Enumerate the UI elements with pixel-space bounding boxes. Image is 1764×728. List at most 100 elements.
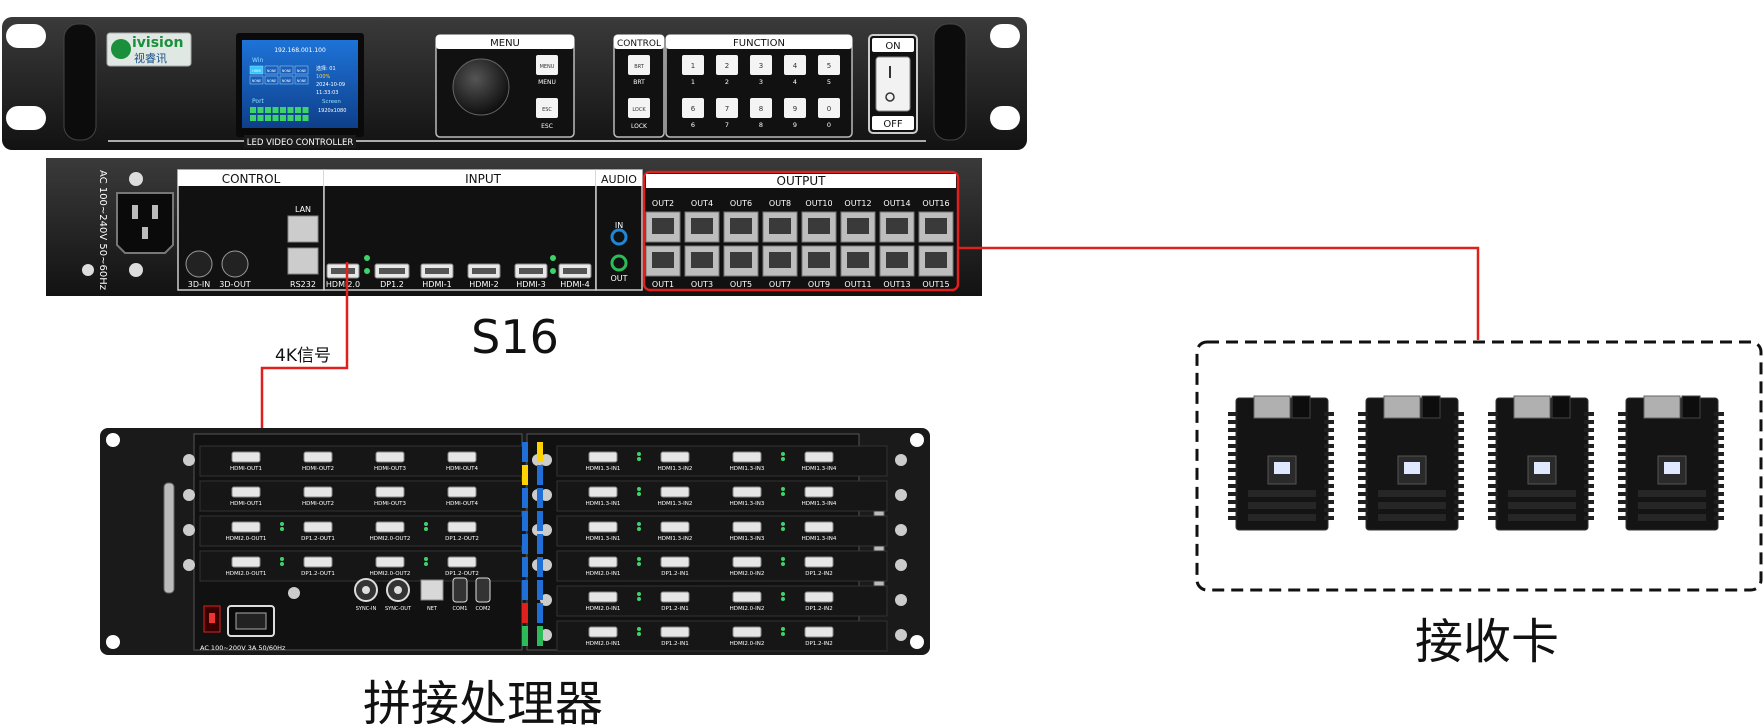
processor-port[interactable] (588, 626, 618, 638)
processor-port[interactable] (303, 556, 333, 568)
processor-port[interactable] (231, 521, 261, 533)
esc-key-cap: ESC (542, 107, 552, 113)
output-port-label: OUT14 (883, 199, 910, 208)
input-port-label: HDMI-2 (469, 280, 498, 289)
function-key-cap: 2 (725, 62, 729, 70)
processor-port[interactable] (660, 591, 690, 603)
lcd-resolution: 1920x1080 (318, 108, 346, 114)
processor-port[interactable] (447, 556, 477, 568)
com-port[interactable] (475, 577, 491, 603)
function-key-3[interactable] (750, 55, 772, 75)
processor-port[interactable] (732, 521, 762, 533)
processor-port[interactable] (660, 521, 690, 533)
processor-port[interactable] (588, 486, 618, 498)
receiver-rj45-port[interactable] (1253, 395, 1291, 419)
input-title: INPUT (465, 172, 502, 186)
status-led (280, 562, 284, 566)
rs232-port[interactable] (287, 247, 319, 275)
lan-port[interactable] (287, 215, 319, 243)
receiver-rj45-port[interactable] (1513, 395, 1551, 419)
processor-port[interactable] (588, 556, 618, 568)
processor-port[interactable] (447, 521, 477, 533)
lcd-port-cell (302, 115, 309, 121)
function-key-cap: 4 (793, 62, 798, 70)
processor-port[interactable] (447, 451, 477, 463)
esc-key[interactable] (536, 98, 558, 118)
function-key-4[interactable] (784, 55, 806, 75)
function-key-cap: 9 (793, 105, 797, 113)
lock-key[interactable] (628, 98, 650, 118)
lcd-port-grid (250, 107, 309, 121)
function-key-9[interactable] (784, 98, 806, 118)
processor-port[interactable] (804, 556, 834, 568)
function-key-8[interactable] (750, 98, 772, 118)
processor-port[interactable] (447, 486, 477, 498)
screw-icon (895, 594, 907, 606)
processor-port[interactable] (231, 556, 261, 568)
power-rocker-switch[interactable] (875, 56, 911, 112)
3d-in-label: 3D-IN (188, 280, 210, 289)
processor-port[interactable] (231, 451, 261, 463)
processor-port-label: HDMI2.0-OUT2 (370, 536, 411, 542)
lcd-window-cell-label: HDMI (252, 69, 261, 73)
function-key-0[interactable] (818, 98, 840, 118)
function-key-7[interactable] (716, 98, 738, 118)
function-key-2[interactable] (716, 55, 738, 75)
lcd-port-cell (250, 115, 256, 121)
processor-port[interactable] (588, 521, 618, 533)
processor-port[interactable] (660, 451, 690, 463)
processor-port[interactable] (660, 486, 690, 498)
processor-port[interactable] (375, 556, 405, 568)
processor-port[interactable] (303, 521, 333, 533)
processor-port[interactable] (303, 451, 333, 463)
processor-port-label: DP1.2-OUT1 (301, 536, 335, 542)
processor-port[interactable] (804, 486, 834, 498)
processor-port[interactable] (804, 626, 834, 638)
function-key-1[interactable] (682, 55, 704, 75)
3d-in-port[interactable] (185, 250, 213, 278)
com-port[interactable] (452, 577, 468, 603)
processor-port[interactable] (231, 486, 261, 498)
processor-port[interactable] (804, 591, 834, 603)
brt-key[interactable] (628, 55, 650, 75)
signal-label: 4K信号 (275, 346, 331, 366)
receiver-card (1488, 395, 1594, 531)
menu-knob[interactable] (452, 58, 510, 116)
processor-port[interactable] (732, 591, 762, 603)
processor-port-label: HDMI-OUT2 (302, 501, 334, 507)
processor-port[interactable] (660, 556, 690, 568)
output-port-label: OUT15 (922, 280, 949, 289)
receiver-rj45-port[interactable] (1643, 395, 1681, 419)
menu-key[interactable] (536, 55, 558, 75)
processor-port-label: HDMI1.3-IN2 (658, 536, 693, 542)
receiver-card (1358, 395, 1464, 531)
processor-port[interactable] (303, 486, 333, 498)
receiver-rj45-port[interactable] (1383, 395, 1421, 419)
function-key-6[interactable] (682, 98, 704, 118)
processor-port[interactable] (375, 521, 405, 533)
net-port[interactable] (420, 579, 444, 601)
processor-port[interactable] (732, 626, 762, 638)
processor-port[interactable] (375, 486, 405, 498)
status-led (280, 527, 284, 531)
processor-port-label: DP1.2-OUT1 (301, 571, 335, 577)
processor-port[interactable] (660, 626, 690, 638)
processor-port[interactable] (804, 451, 834, 463)
3d-out-port[interactable] (221, 250, 249, 278)
function-key-5[interactable] (818, 55, 840, 75)
processor-port[interactable] (732, 486, 762, 498)
processor-port[interactable] (804, 521, 834, 533)
processor-port[interactable] (588, 451, 618, 463)
screw-icon (895, 454, 907, 466)
processor-port[interactable] (732, 556, 762, 568)
processor-power-switch[interactable] (209, 613, 215, 623)
audio-in-jack[interactable] (610, 228, 628, 246)
processor-port[interactable] (732, 451, 762, 463)
function-key-label: 0 (827, 121, 831, 129)
processor-port[interactable] (375, 451, 405, 463)
audio-out-jack[interactable] (610, 254, 628, 272)
brand-name: ivision (132, 35, 183, 51)
sync-port-label: COM2 (476, 606, 491, 612)
processor-port[interactable] (588, 591, 618, 603)
